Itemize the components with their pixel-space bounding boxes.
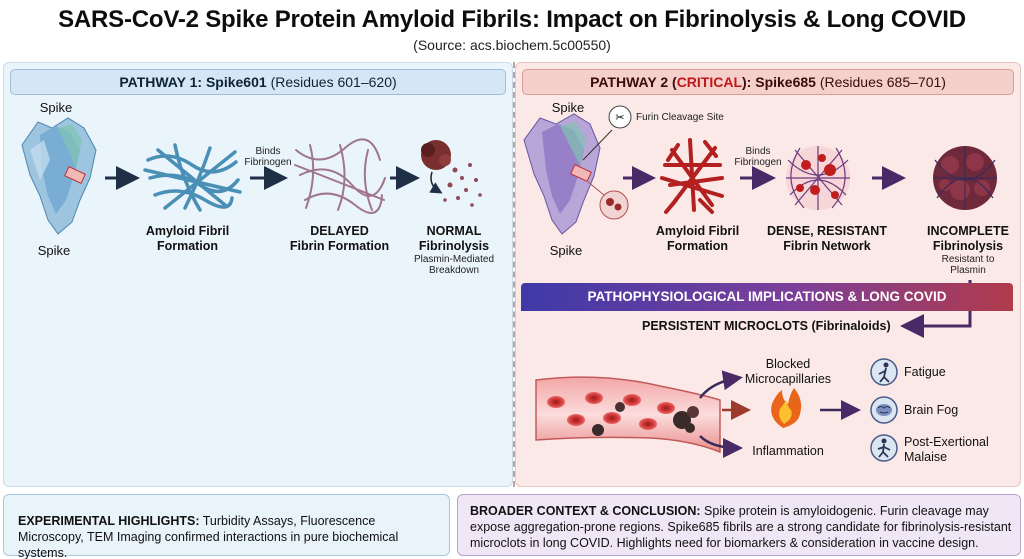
- p1-step2-label: DELAYED Fibrin Formation: [289, 224, 390, 253]
- spike685-dense-network-icon: [786, 146, 850, 210]
- implications-overlay: PATHOPHYSIOLOGICAL IMPLICATIONS & LONG C…: [521, 283, 1015, 480]
- conclusion-box: BROADER CONTEXT & CONCLUSION: Spike prot…: [457, 494, 1021, 556]
- spike601-protein-icon: [21, 117, 97, 235]
- experimental-highlights-box: EXPERIMENTAL HIGHLIGHTS: Turbidity Assay…: [3, 494, 450, 559]
- p1-spike-bottom-label: Spike: [37, 243, 71, 258]
- p2-step2-label: DENSE, RESISTANT Fibrin Network: [767, 224, 887, 253]
- p2-spike-bottom-label: Spike: [549, 243, 583, 258]
- p1-binds-fibrinogen: Binds Fibrinogen: [244, 146, 292, 168]
- svg-text:✂: ✂: [615, 111, 624, 124]
- pathway2-residues: (Residues 685–701): [819, 74, 946, 90]
- p2-step3-note: Resistant to Plasmin: [941, 254, 995, 276]
- p2-step1-label: Amyloid Fibril Formation: [655, 224, 740, 253]
- spike601-amyloid-fibrils-icon: [143, 143, 242, 212]
- brain-icon: [870, 396, 898, 424]
- page-source: (Source: acs.biochem.5c00550): [413, 37, 611, 53]
- p2-spike-top-label: Spike: [551, 100, 585, 115]
- p2-furin-label: Furin Cleavage Site: [636, 112, 724, 123]
- microclots-label: PERSISTENT MICROCLOTS (Fibrinaloids): [642, 319, 891, 333]
- spike601-fibrin-strands-icon: [294, 138, 386, 214]
- panel-divider: [513, 62, 515, 487]
- pathway1-name: Spike601: [205, 74, 267, 90]
- symptom-fatigue: Fatigue: [904, 365, 946, 379]
- pathway1-residues: (Residues 601–620): [270, 74, 397, 90]
- inflammation-label: Inflammation: [752, 444, 824, 458]
- pathway1-header: PATHWAY 1: Spike601 (Residues 601–620): [10, 69, 506, 95]
- spike601-fibrinolysis-icon: [421, 140, 482, 207]
- experimental-highlights-label: EXPERIMENTAL HIGHLIGHTS:: [18, 514, 200, 528]
- pathway2-label: PATHWAY 2 (: [590, 74, 677, 90]
- p1-step1-label: Amyloid Fibril Formation: [145, 224, 230, 253]
- page-title: SARS-CoV-2 Spike Protein Amyloid Fibrils…: [58, 6, 966, 33]
- pathway2-header: PATHWAY 2 (CRITICAL): Spike685 (Residues…: [522, 69, 1014, 95]
- pathway1-label: PATHWAY 1:: [119, 74, 203, 90]
- p2-binds-fibrinogen: Binds Fibrinogen: [734, 146, 782, 168]
- experimental-highlights-text: Turbidity Assays, Fluorescence Microscop…: [18, 514, 399, 559]
- spike685-amyloid-fibrils-icon: [660, 138, 724, 214]
- fatigue-icon: [870, 358, 898, 386]
- blood-vessel-icon: [535, 376, 721, 454]
- pathway1-panel: PATHWAY 1: Spike601 (Residues 601–620): [3, 62, 513, 487]
- malaise-icon: [870, 434, 898, 462]
- spike685-protein-icon: ✂: [523, 105, 632, 235]
- conclusion-label: BROADER CONTEXT & CONCLUSION:: [470, 504, 701, 518]
- pathway2-label-end: ):: [742, 74, 752, 90]
- symptom-post-exertional-malaise: Post-Exertional Malaise: [904, 435, 989, 464]
- p1-step3-note: Plasmin-Mediated Breakdown: [413, 254, 495, 276]
- conclusion-text: Spike protein is amyloidogenic. Furin cl…: [470, 504, 1012, 550]
- pathway2-name: Spike685: [755, 74, 816, 90]
- p2-step3-label: INCOMPLETE Fibrinolysis: [927, 224, 1009, 253]
- pathway2-critical: CRITICAL: [676, 74, 743, 90]
- p1-step3-label: NORMAL Fibrinolysis: [418, 224, 490, 253]
- flame-icon: [771, 388, 802, 428]
- p1-spike-top-label: Spike: [39, 100, 73, 115]
- blocked-microcapillaries-label: Blocked Microcapillaries: [744, 357, 832, 386]
- symptom-brain-fog: Brain Fog: [904, 403, 959, 417]
- implications-title-text: PATHOPHYSIOLOGICAL IMPLICATIONS & LONG C…: [521, 283, 1013, 311]
- arrow-to-inflammation: [699, 435, 743, 458]
- arrow-to-blocked: [699, 370, 743, 399]
- spike685-incomplete-fibrinolysis-icon: [933, 146, 997, 210]
